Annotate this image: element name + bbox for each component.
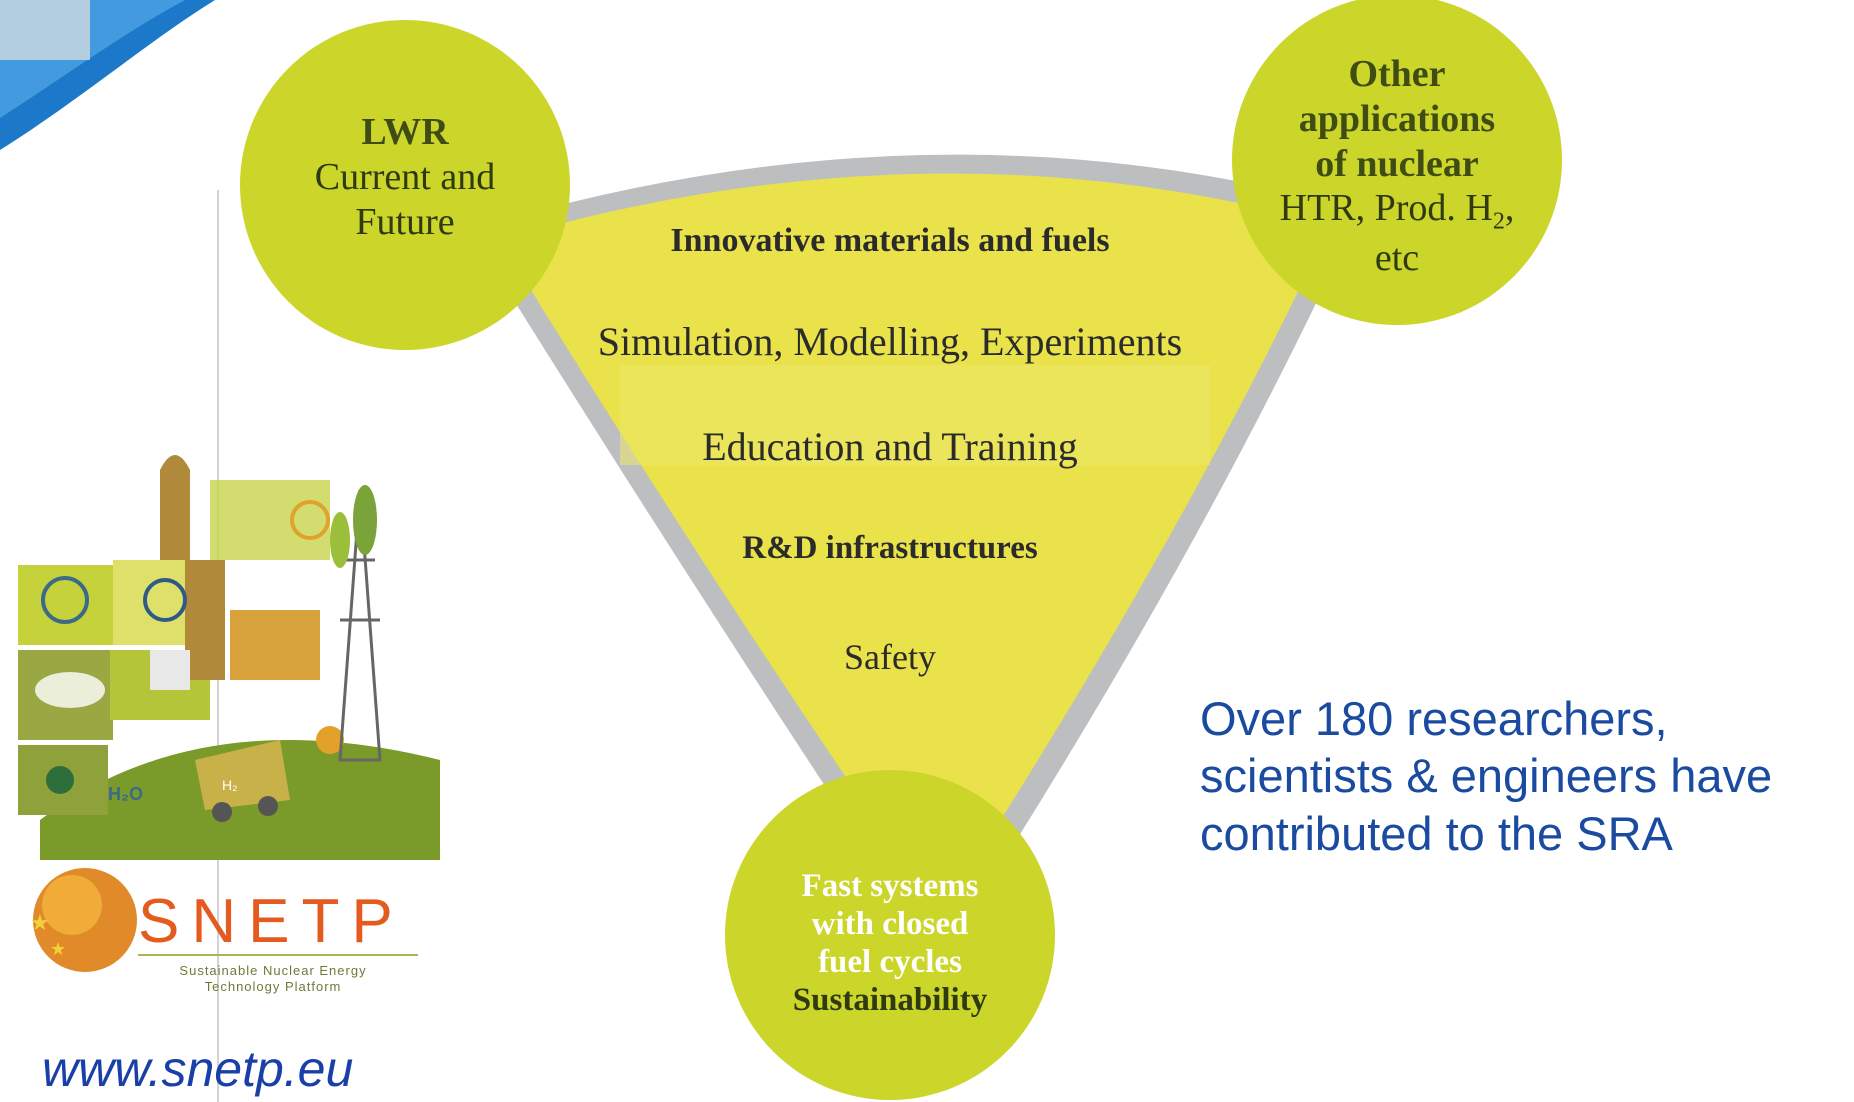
center-highlight	[620, 365, 1210, 465]
svg-text:★: ★	[30, 911, 50, 936]
circle-other-title1: Other	[1348, 53, 1446, 95]
center-item-safety: Safety	[844, 637, 936, 677]
circle-other-comma: ,	[1504, 187, 1515, 230]
website-link[interactable]: www.snetp.eu	[42, 1041, 354, 1097]
snetp-subtitle-line2: Technology Platform	[204, 979, 342, 995]
circle-top-left	[240, 20, 570, 350]
center-item-simulation: Simulation, Modelling, Experiments	[597, 319, 1183, 364]
circle-other-htr: HTR, Prod. H	[1279, 187, 1493, 230]
circle-lwr-line1: Current and	[314, 155, 496, 198]
circle-other-line2: etc	[1374, 237, 1420, 280]
logo-illustration	[18, 455, 440, 860]
circle-other-text: Other applications of nuclear HTR, Prod.…	[1252, 52, 1542, 281]
circle-lwr-text: LWR Current and Future	[270, 110, 540, 244]
circle-fast-text: Fast systems with closed fuel cycles Sus…	[745, 868, 1035, 1020]
circle-lwr-line2: Future	[355, 200, 455, 243]
circle-fast-title1: Fast systems	[801, 868, 979, 904]
circle-bottom	[725, 770, 1055, 1100]
circle-other-title2: applications	[1298, 97, 1496, 140]
circle-fast-title2: with closed	[811, 905, 969, 942]
snetp-subtitle: Sustainable Nuclear Energy Technology Pl…	[128, 963, 418, 996]
circle-lwr-title: LWR	[361, 111, 449, 153]
circle-fast-line1: Sustainability	[792, 981, 988, 1018]
corner-stripes	[0, 0, 90, 60]
circle-other-title3: of nuclear	[1315, 142, 1479, 185]
snetp-subtitle-line1: Sustainable Nuclear Energy	[179, 963, 367, 978]
logo-hydrogen-label: H₂	[222, 777, 238, 793]
center-item-infrastructures: R&D infrastructures	[742, 530, 1038, 566]
logo-water-label: H₂O	[108, 784, 143, 804]
researchers-note: Over 180 researchers, scientists & engin…	[1200, 692, 1773, 860]
snetp-logo-text: SNETP	[138, 887, 405, 956]
center-item-education: Education and Training	[702, 424, 1078, 469]
circle-fast-title3: fuel cycles	[818, 943, 962, 980]
circle-top-right	[1232, 0, 1562, 325]
center-item-materials: Innovative materials and fuels	[670, 222, 1110, 259]
circle-other-line1: HTR, Prod. H2,	[1252, 186, 1542, 236]
circle-other-sub: 2	[1492, 209, 1505, 236]
triangle-fill	[500, 173, 1330, 916]
svg-text:★: ★	[50, 939, 66, 960]
